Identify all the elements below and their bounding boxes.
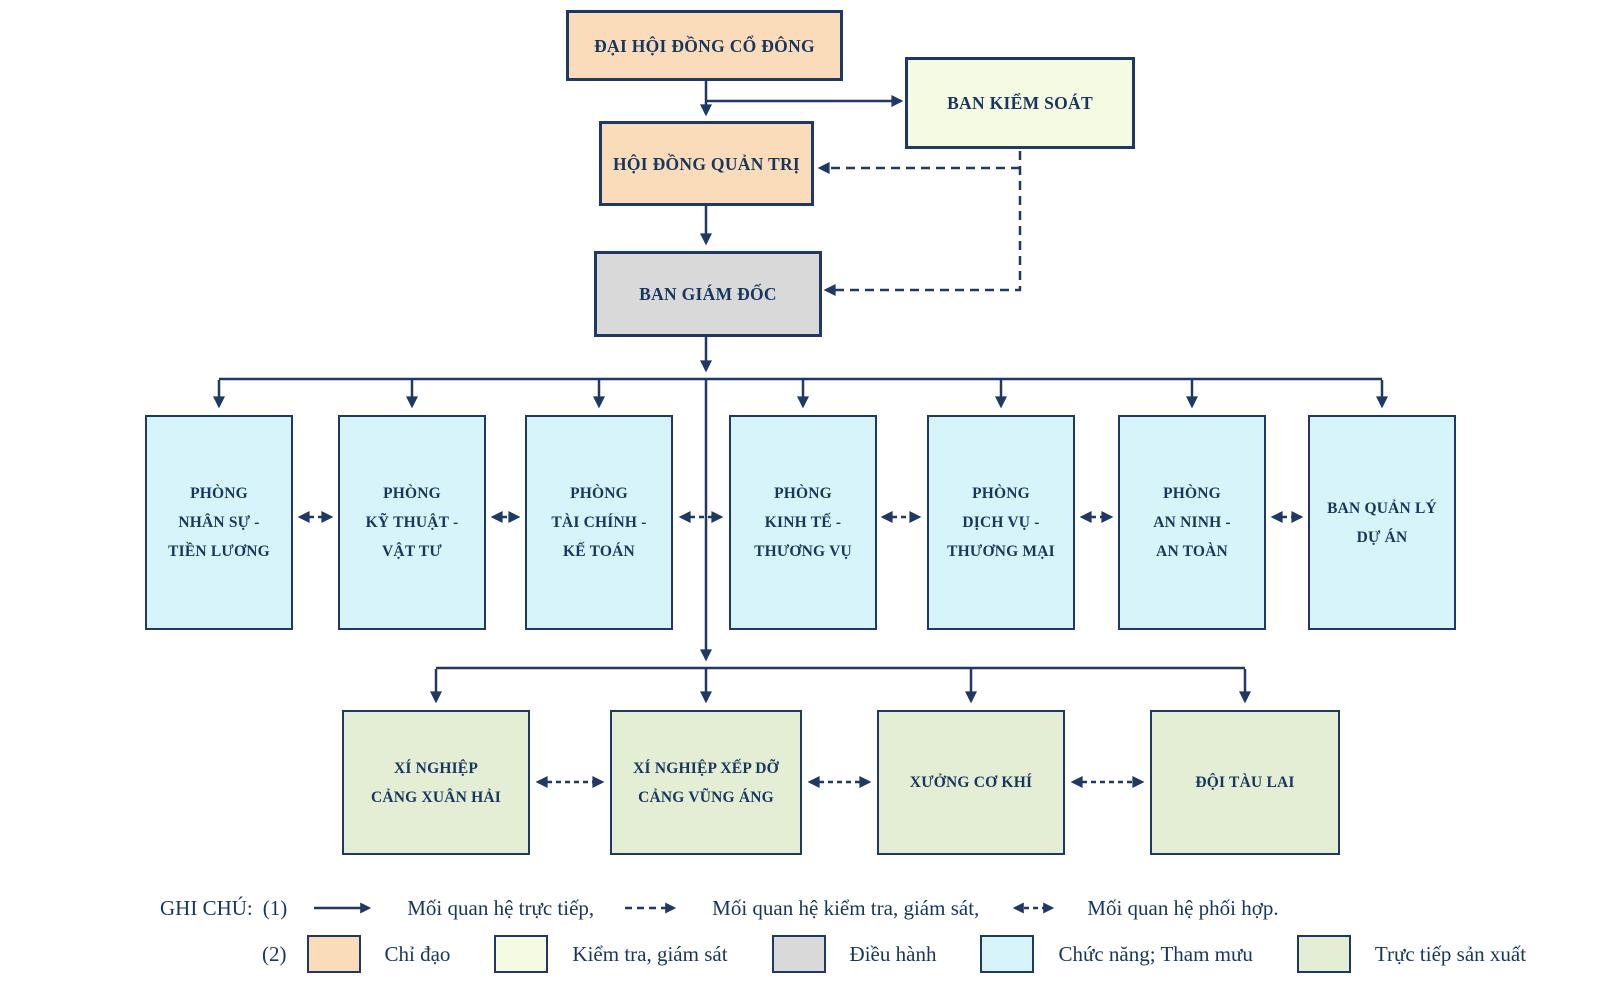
legend-swatch-chuc-nang [980, 935, 1035, 973]
unit-label: XƯỞNG CƠ KHÍ [909, 774, 1033, 791]
legend-swatch-kiem-tra [494, 935, 549, 973]
legend-line2-index: (2) [262, 941, 287, 966]
unit-label: ĐỘI TÀU LAI [1195, 774, 1295, 791]
legend-supervision-label: Mối quan hệ kiểm tra, giám sát, [712, 895, 980, 920]
box-dept-nhan-su-tien-luong: PHÒNG NHÂN SỰ - TIỀN LƯƠNG [145, 415, 293, 630]
legend-chi-dao-label: Chỉ đạo [384, 941, 451, 966]
double-dashed-arrow-icon [1005, 900, 1063, 916]
box-unit-doi-tau-lai: ĐỘI TÀU LAI [1150, 710, 1340, 855]
legend-swatch-dieu-hanh [771, 935, 826, 973]
legend-relations-row: GHI CHÚ: (1) Mối quan hệ trực tiếp, Mối … [160, 889, 1279, 927]
dept-label: PHÒNG KỸ THUẬT - VẬT TƯ [365, 485, 459, 560]
box-management-board: BAN GIÁM ĐỐC [594, 251, 822, 337]
box-dept-tai-chinh-ke-toan: PHÒNG TÀI CHÍNH - KẾ TOÁN [525, 415, 673, 630]
solid-arrow-icon [313, 900, 381, 916]
legend-dieu-hanh-label: Điều hành [849, 941, 937, 966]
box-supervisory-board-label: BAN KIỂM SOÁT [947, 93, 1093, 113]
box-board-of-directors: HỘI ĐỒNG QUẢN TRỊ [599, 121, 814, 206]
box-shareholders-meeting-label: ĐẠI HỘI ĐỒNG CỔ ĐÔNG [594, 35, 815, 56]
legend-san-xuat-label: Trực tiếp sản xuất [1374, 941, 1527, 966]
legend-coordination-label: Mối quan hệ phối hợp. [1087, 895, 1279, 920]
coordination-arrows [297, 511, 1304, 788]
unit-label: XÍ NGHIỆP CẢNG XUÂN HẢI [370, 759, 502, 806]
legend-swatch-san-xuat [1296, 935, 1351, 973]
legend-swatch-chi-dao [306, 935, 361, 973]
legend-title: GHI CHÚ: [160, 895, 253, 920]
supervision-dashed-connectors [817, 151, 1022, 296]
dept-label: PHÒNG NHÂN SỰ - TIỀN LƯƠNG [168, 485, 270, 560]
dept-label: BAN QUẢN LÝ DỰ ÁN [1327, 499, 1437, 546]
dept-label: PHÒNG KINH TẾ - THƯƠNG VỤ [754, 485, 852, 560]
box-dept-dich-vu-thuong-mai: PHÒNG DỊCH VỤ - THƯƠNG MẠI [927, 415, 1075, 630]
dept-label: PHÒNG AN NINH - AN TOÀN [1153, 485, 1231, 560]
box-shareholders-meeting: ĐẠI HỘI ĐỒNG CỔ ĐÔNG [566, 10, 843, 81]
legend-line1-index: (1) [262, 895, 288, 920]
box-board-of-directors-label: HỘI ĐỒNG QUẢN TRỊ [612, 153, 801, 174]
box-unit-xuong-co-khi: XƯỞNG CƠ KHÍ [877, 710, 1065, 855]
box-dept-kinh-te-thuong-vu: PHÒNG KINH TẾ - THƯƠNG VỤ [729, 415, 877, 630]
box-ban-quan-ly-du-an: BAN QUẢN LÝ DỰ ÁN [1308, 415, 1456, 630]
legend-direct-label: Mối quan hệ trực tiếp, [407, 895, 595, 920]
box-unit-cang-vung-ang: XÍ NGHIỆP XẾP DỠ CẢNG VŨNG ÁNG [610, 710, 802, 855]
legend-colors-row: (2) Chỉ đạo Kiểm tra, giám sát Điều hành… [262, 931, 1526, 977]
legend-kiem-tra-label: Kiểm tra, giám sát [572, 941, 728, 966]
box-management-board-label: BAN GIÁM ĐỐC [639, 284, 777, 304]
box-unit-cang-xuan-hai: XÍ NGHIỆP CẢNG XUÂN HẢI [342, 710, 530, 855]
dept-label: PHÒNG TÀI CHÍNH - KẾ TOÁN [551, 485, 647, 560]
dashed-supervisory-to-management [823, 151, 1022, 296]
dept-label: PHÒNG DỊCH VỤ - THƯƠNG MẠI [947, 485, 1055, 560]
box-dept-an-ninh-an-toan: PHÒNG AN NINH - AN TOÀN [1118, 415, 1266, 630]
box-supervisory-board: BAN KIỂM SOÁT [905, 57, 1135, 149]
box-dept-ky-thuat-vat-tu: PHÒNG KỸ THUẬT - VẬT TƯ [338, 415, 486, 630]
legend-chuc-nang-label: Chức năng; Tham mưu [1058, 941, 1253, 966]
unit-label: XÍ NGHIỆP XẾP DỠ CẢNG VŨNG ÁNG [633, 759, 779, 806]
dashed-arrow-icon [624, 900, 686, 916]
